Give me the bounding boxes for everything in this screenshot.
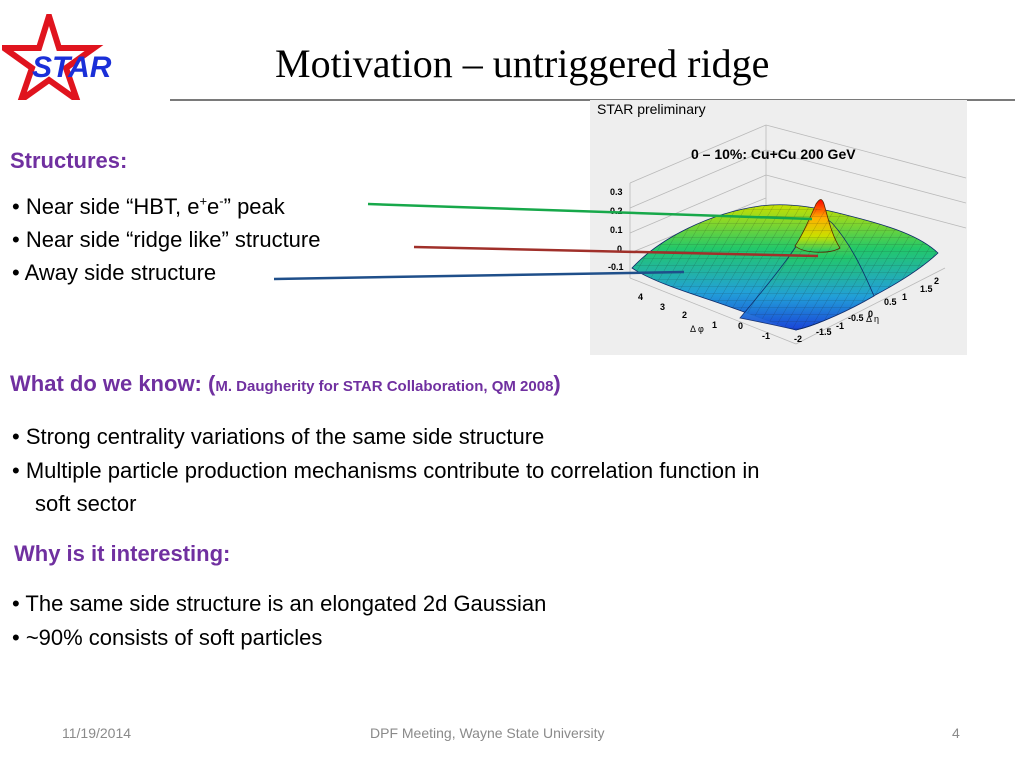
eta-axis-ticks: 2 1.5 1 0.5 0 -0.5 -1 -1.5 -2 Δ η: [794, 276, 939, 344]
z-tick: 0.1: [610, 225, 623, 235]
eta-tick: 0: [868, 309, 873, 319]
phi-axis-ticks: 4 3 2 1 0 -1 Δ φ: [638, 292, 770, 341]
surface-mesh: [631, 199, 939, 331]
eta-tick: -1.5: [816, 327, 832, 337]
what-heading-close: ): [553, 371, 561, 396]
logo-text: STAR: [32, 51, 112, 84]
phi-tick: 2: [682, 310, 687, 320]
phi-tick: 4: [638, 292, 643, 302]
why-interesting-heading: Why is it interesting:: [14, 541, 231, 566]
z-axis-ticks: 0.3 0.2 0.1 0 -0.1: [608, 187, 624, 272]
eta-tick: 1: [902, 292, 907, 302]
bullet-away-side: • Away side structure: [12, 260, 217, 285]
phi-tick: -1: [762, 331, 770, 341]
plot-label: 0 – 10%: Cu+Cu 200 GeV: [691, 146, 856, 162]
reference-citation: M. Daugherity for STAR Collaboration, QM…: [215, 378, 554, 395]
bullet-production-mechanisms: • Multiple particle production mechanism…: [12, 458, 760, 483]
bullet-ridge: • Near side “ridge like” structure: [12, 227, 321, 252]
structures-heading: Structures:: [10, 148, 128, 173]
eta-tick: 1.5: [920, 284, 933, 294]
bullet-production-mechanisms-cont: soft sector: [35, 491, 137, 516]
bullet-hbt-sup-plus: +: [199, 193, 208, 209]
eta-tick: -1: [836, 321, 844, 331]
eta-tick: 2: [934, 276, 939, 286]
bullet-hbt-e: e: [207, 194, 220, 219]
bullet-hbt-post: ” peak: [223, 194, 285, 219]
plot-caption: STAR preliminary: [597, 101, 706, 117]
bullet-hbt-peak: • Near side “HBT, e+e-” peak: [12, 194, 285, 220]
bullet-centrality: • Strong centrality variations of the sa…: [12, 424, 545, 449]
z-tick: 0.2: [610, 206, 623, 216]
bullet-hbt-sup-minus: -: [219, 193, 224, 209]
phi-tick: 1: [712, 320, 717, 330]
star-logo: STAR: [2, 14, 112, 100]
eta-axis-label: Δ η: [866, 314, 879, 324]
phi-axis-label: Δ φ: [690, 324, 704, 334]
bullet-hbt-text: • Near side “HBT, e: [12, 194, 200, 219]
red-star-icon: [2, 14, 104, 100]
z-tick: 0: [617, 244, 622, 254]
what-do-we-know-heading: What do we know: (M. Daugherity for STAR…: [10, 371, 561, 397]
z-tick: -0.1: [608, 262, 624, 272]
bullet-gaussian: • The same side structure is an elongate…: [12, 591, 547, 616]
eta-tick: -0.5: [848, 313, 864, 323]
footer-page-number: 4: [952, 725, 960, 741]
correlation-surface-plot: 0 – 10%: Cu+Cu 200 GeV 0.3 0.2 0.1 0 -0.…: [608, 124, 967, 345]
slide-title: Motivation – untriggered ridge: [275, 41, 770, 86]
eta-tick: 0.5: [884, 297, 897, 307]
phi-tick: 0: [738, 321, 743, 331]
footer-event: DPF Meeting, Wayne State University: [370, 725, 605, 741]
footer-date: 11/19/2014: [62, 725, 132, 741]
bullet-soft-particles: • ~90% consists of soft particles: [12, 625, 323, 650]
z-tick: 0.3: [610, 187, 623, 197]
eta-tick: -2: [794, 334, 802, 344]
phi-tick: 3: [660, 302, 665, 312]
what-heading-text: What do we know: (: [10, 371, 216, 396]
